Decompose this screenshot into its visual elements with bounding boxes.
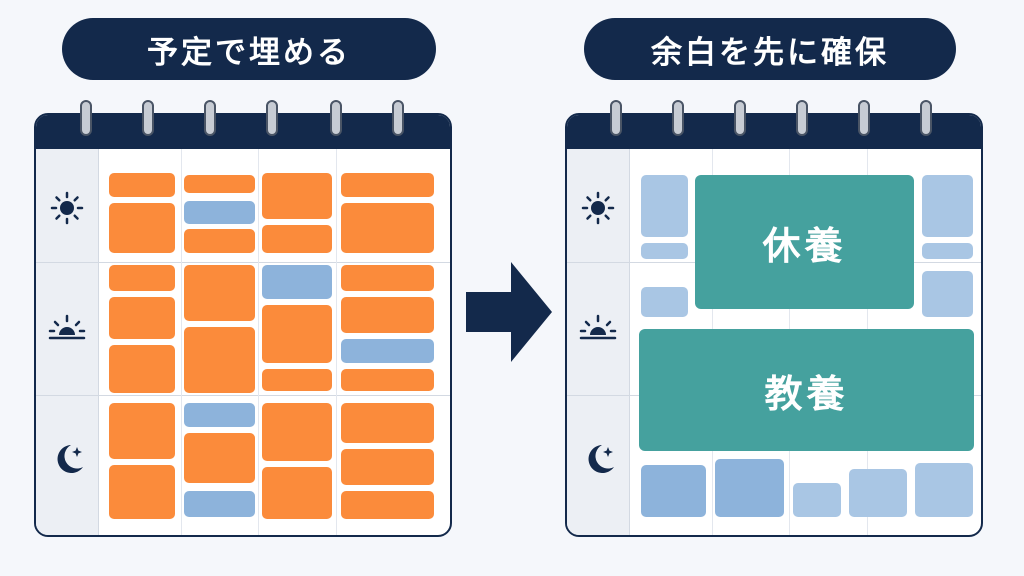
- schedule-block: [341, 203, 434, 253]
- schedule-block: [641, 243, 688, 259]
- arrow-right-icon: [466, 262, 552, 362]
- schedule-block: [922, 271, 973, 317]
- left-title: 予定で埋める: [62, 18, 436, 80]
- schedule-block: [262, 403, 332, 461]
- calendar-header: [36, 115, 450, 149]
- schedule-block: [184, 403, 255, 427]
- culture-block-label: 教養: [764, 371, 849, 416]
- schedule-block: [341, 339, 434, 363]
- binder-ring: [734, 100, 746, 136]
- grid-line: [36, 262, 450, 263]
- schedule-block: [109, 345, 175, 393]
- schedule-block: [341, 369, 434, 391]
- schedule-block: [641, 465, 706, 517]
- right-title: 余白を先に確保: [584, 18, 956, 80]
- left-title-text: 予定で埋める: [147, 34, 351, 71]
- schedule-block: [262, 225, 332, 253]
- schedule-block: [715, 459, 784, 517]
- calendar-header: [567, 115, 981, 149]
- sunset-icon: [579, 314, 617, 340]
- schedule-block: [109, 265, 175, 291]
- schedule-block: [262, 369, 332, 391]
- sunset-icon: [48, 314, 86, 340]
- schedule-block: [915, 463, 973, 517]
- schedule-block: [849, 469, 907, 517]
- schedule-block: [184, 175, 255, 193]
- binder-ring: [80, 100, 92, 136]
- binder-ring: [858, 100, 870, 136]
- grid-line: [258, 149, 259, 535]
- schedule-block: [641, 175, 688, 237]
- schedule-block: [922, 243, 973, 259]
- rest-block: 休養: [695, 175, 914, 309]
- schedule-block: [184, 229, 255, 253]
- schedule-block: [109, 203, 175, 253]
- right-title-text: 余白を先に確保: [651, 34, 889, 71]
- schedule-block: [262, 265, 332, 299]
- moon-icon: [588, 445, 614, 473]
- schedule-block: [341, 449, 434, 485]
- binder-ring: [610, 100, 622, 136]
- sun-icon: [50, 191, 84, 225]
- schedule-block: [184, 433, 255, 483]
- schedule-block: [109, 465, 175, 519]
- binder-ring: [392, 100, 404, 136]
- schedule-block: [641, 287, 688, 317]
- left-calendar: [34, 113, 452, 537]
- schedule-block: [262, 467, 332, 519]
- schedule-block: [184, 201, 255, 224]
- schedule-block: [184, 265, 255, 321]
- schedule-block: [793, 483, 841, 517]
- schedule-block: [262, 305, 332, 363]
- binder-ring: [672, 100, 684, 136]
- schedule-block: [341, 173, 434, 197]
- schedule-block: [184, 327, 255, 393]
- binder-ring: [204, 100, 216, 136]
- binder-ring: [142, 100, 154, 136]
- grid-line: [336, 149, 337, 535]
- schedule-block: [184, 491, 255, 517]
- grid-line: [36, 395, 450, 396]
- grid-line: [181, 149, 182, 535]
- schedule-block: [109, 297, 175, 339]
- culture-block: 教養: [639, 329, 974, 451]
- schedule-block: [109, 403, 175, 459]
- binder-ring: [330, 100, 342, 136]
- schedule-block: [341, 265, 434, 291]
- schedule-block: [109, 173, 175, 197]
- rest-block-label: 休養: [762, 223, 847, 268]
- schedule-block: [341, 491, 434, 519]
- schedule-block: [341, 403, 434, 443]
- sun-icon: [581, 191, 615, 225]
- schedule-block: [262, 173, 332, 219]
- schedule-block: [922, 175, 973, 237]
- right-calendar: 休養 教養: [565, 113, 983, 537]
- binder-ring: [266, 100, 278, 136]
- binder-ring: [796, 100, 808, 136]
- binder-ring: [920, 100, 932, 136]
- schedule-block: [341, 297, 434, 333]
- moon-icon: [57, 445, 83, 473]
